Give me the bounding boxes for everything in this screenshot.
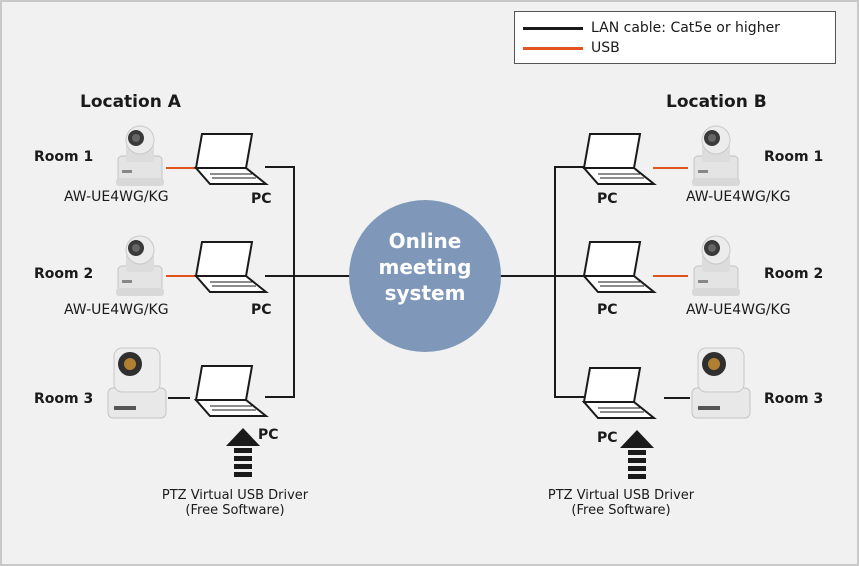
location-b-title: Location B [666,92,767,112]
location-a-room3-label: Room 3 [34,391,94,407]
laptop-icon [193,133,269,185]
location-a-driver-label: PTZ Virtual USB Driver (Free Software) [140,488,330,518]
location-b-driver-line2: (Free Software) [571,503,671,518]
lan-cables-b [500,166,585,398]
location-b-room3-label: Room 3 [764,391,824,407]
legend-usb: USB [523,38,620,58]
usb-swatch [523,46,583,50]
lan-trunk-b [554,166,585,398]
ptz-camera-icon [691,347,751,419]
lan-swatch [523,26,583,30]
hub-line-3: system [384,281,466,305]
location-a-room2-pc-label: PC [251,302,272,318]
legend-lan-label: LAN cable: Cat5e or higher [591,20,780,36]
location-a-driver-line2: (Free Software) [185,503,285,518]
location-b-room2-pc-label: PC [597,302,618,318]
location-a-room1-pc-label: PC [251,191,272,207]
compact-camera-icon [692,125,740,186]
location-b-driver-label: PTZ Virtual USB Driver (Free Software) [526,488,716,518]
compact-camera-icon [116,235,164,296]
ptz-camera-icon [107,347,167,419]
location-b-room3-pc-label: PC [597,430,618,446]
lan-cables-a [265,166,358,398]
location-a-driver-line1: PTZ Virtual USB Driver [161,488,309,503]
usb-cables [166,167,688,277]
location-b-driver-line1: PTZ Virtual USB Driver [547,488,695,503]
online-meeting-hub [349,200,501,352]
install-arrow-icon [226,428,260,477]
install-arrow-icon [620,430,654,479]
location-a-room2-model: AW-UE4WG/KG [64,302,169,318]
laptop-icon [581,241,657,293]
legend: LAN cable: Cat5e or higher USB [514,11,836,64]
compact-camera-icon [116,125,164,186]
location-b-room1-pc-label: PC [597,191,618,207]
legend-usb-label: USB [591,40,620,56]
laptop-icon [193,365,269,417]
legend-lan: LAN cable: Cat5e or higher [523,18,780,38]
location-a-room2-label: Room 2 [34,266,94,282]
laptop-icon [581,133,657,185]
lan-trunk-a [265,166,295,398]
laptop-icon [581,367,657,419]
hub-line-2: meeting [378,255,472,279]
location-b-room1-model: AW-UE4WG/KG [686,189,791,205]
location-a-room1-model: AW-UE4WG/KG [64,189,169,205]
location-a-title: Location A [80,92,181,112]
location-a-room1-label: Room 1 [34,149,94,165]
location-b-room1-label: Room 1 [764,149,824,165]
compact-camera-icon [692,235,740,296]
hub-label: Online meeting system [350,228,500,306]
location-a-room3-pc-label: PC [258,427,279,443]
laptop-icon [193,241,269,293]
location-b-room2-model: AW-UE4WG/KG [686,302,791,318]
location-b-room2-label: Room 2 [764,266,824,282]
hub-line-1: Online [388,229,462,253]
